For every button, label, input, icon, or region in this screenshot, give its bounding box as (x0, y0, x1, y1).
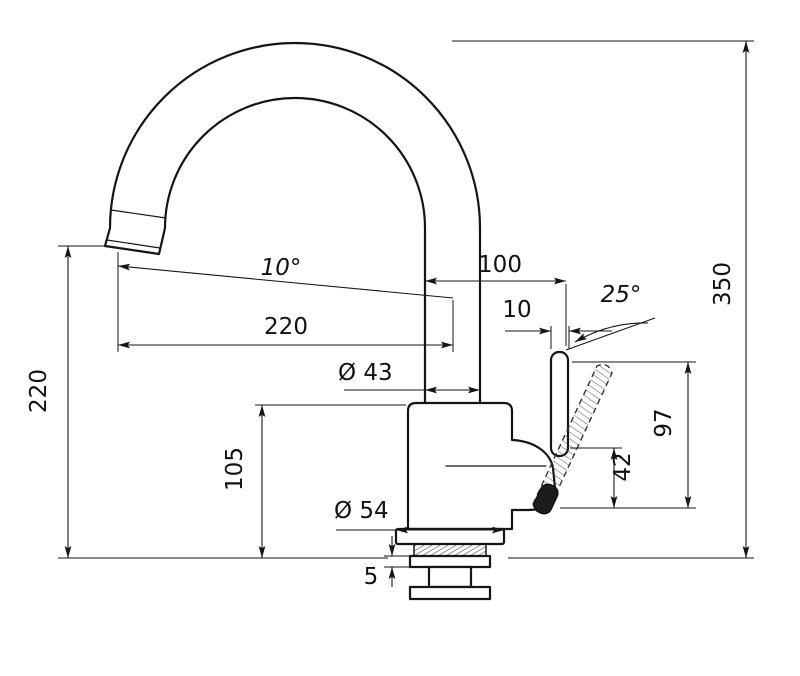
dim-label-handle-height: 97 (651, 408, 677, 437)
mounting-foot (408, 585, 492, 601)
base-gasket (413, 543, 487, 557)
spout-outline (103, 41, 482, 405)
dim-base-plate: 5 (364, 536, 424, 590)
dim-label-base-diameter: Ø 54 (334, 498, 389, 524)
dim-body-height: 105 (222, 404, 406, 558)
dim-spout-diameter: Ø 43 (338, 360, 480, 394)
mounting-shank (427, 565, 473, 589)
dim-spout-angle: 10° (117, 255, 454, 299)
handle-phantom-lever (532, 363, 613, 514)
dim-label-handle-offset: 10 (502, 297, 531, 323)
dim-overall-height: 350 (452, 40, 754, 559)
dim-label-base-plate: 5 (364, 564, 379, 590)
dim-label-handle-lever: 42 (610, 452, 636, 481)
dim-spout-to-handle: 100 (425, 252, 567, 346)
handle-end-cap (533, 483, 559, 515)
faucet (103, 41, 613, 601)
dim-label-spout-to-handle: 100 (478, 252, 522, 278)
dimensions: 350 220 220 10° 100 10 (26, 40, 754, 590)
dim-handle-lever: 42 (570, 447, 636, 508)
dim-label-handle-angle: 25° (601, 282, 642, 308)
base-plate (408, 554, 492, 569)
base-flange (394, 527, 506, 546)
dim-outlet-height: 220 (26, 245, 388, 559)
dim-label-body-height: 105 (222, 447, 248, 491)
spout-seam (110, 209, 167, 219)
dim-label-spout-diameter: Ø 43 (338, 360, 393, 386)
dim-label-outlet-height: 220 (26, 369, 52, 413)
dim-base-diameter: Ø 54 (334, 498, 504, 534)
dim-label-spout-reach: 220 (264, 314, 308, 340)
outlet-face-line (106, 239, 161, 249)
dim-handle-height: 97 (560, 361, 696, 509)
dim-handle-angle: 25° (565, 282, 656, 351)
dim-label-spout-angle: 10° (261, 255, 302, 281)
dim-spout-reach: 220 (117, 252, 454, 352)
dim-handle-offset: 10 (502, 297, 612, 349)
dim-label-overall-height: 350 (710, 262, 736, 306)
